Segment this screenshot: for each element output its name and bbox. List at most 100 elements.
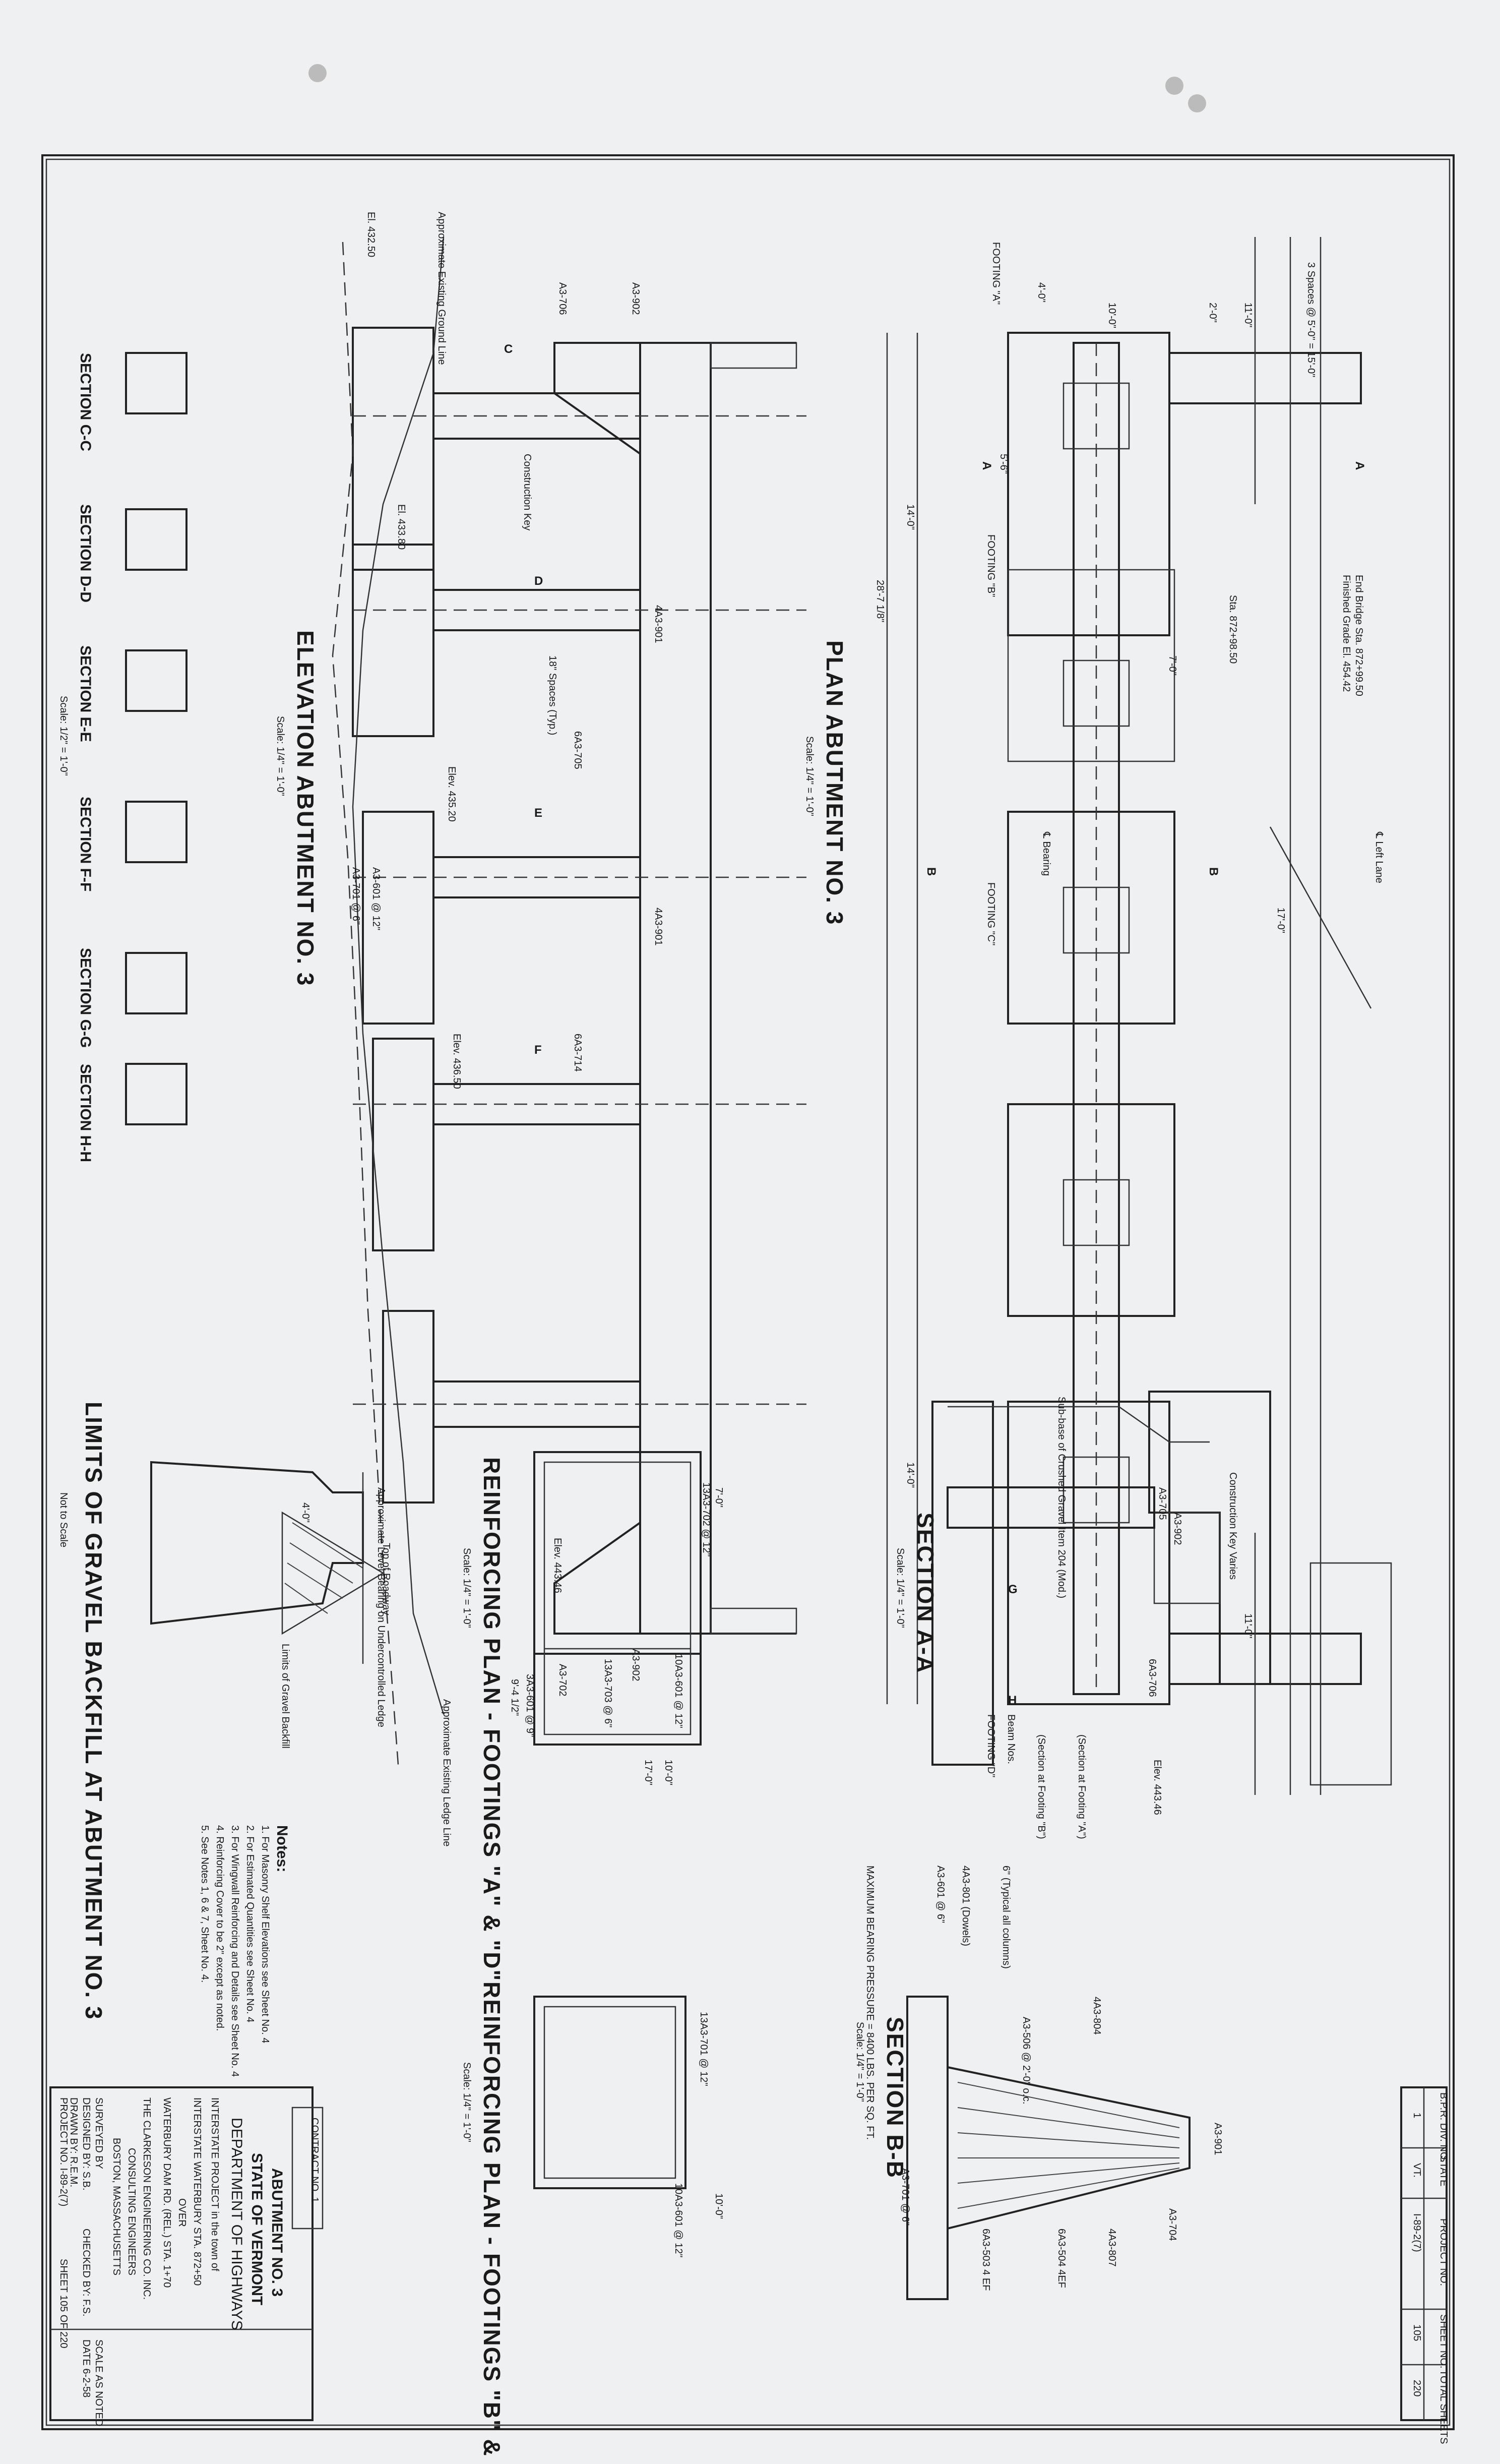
note-1: 1. For Masonry Shelf Elevations see Shee… (260, 1825, 271, 2043)
ad-outline (533, 1451, 702, 1746)
ad-bar1: 13A3-702 @ 12" (701, 1482, 712, 1557)
aa-h-marker: H (1008, 1694, 1017, 1707)
bb-bar-506: A3-506 @ 2'-0" o.c. (1021, 2017, 1032, 2105)
ad-bar4: 3A3-601 @ 9" (524, 1674, 535, 1737)
approx-ground-label: Approximate Existing Ground Line (436, 212, 447, 365)
tb-scale: SCALE AS NOTED (93, 2339, 104, 2426)
sta-label: Sta. 872+98.50 (1227, 595, 1238, 664)
el-432-label: El. 432.50 (365, 212, 377, 257)
elev-bar-702: A3-702 (557, 1664, 568, 1697)
bc-bar1: 13A3-701 @ 12" (698, 2012, 709, 2086)
plan-scale: Scale: 1/4" = 1'-0" (804, 736, 815, 816)
tb-dept: DEPARTMENT OF HIGHWAYS (228, 2118, 245, 2330)
elev-construction-key: Construction Key (522, 454, 533, 530)
footing-a-outline (1007, 332, 1170, 636)
footing-d-label: FOOTING "D" (985, 1714, 996, 1777)
bb-typical: 6" (Typical all columns) (1001, 1866, 1012, 1969)
title-block: CONTRACT NO. 1 ABUTMENT NO. 3 STATE OF V… (49, 2086, 324, 2426)
gravel-hatch (284, 1522, 363, 1614)
bb-wall (947, 2066, 1191, 2230)
elev-bar-902-b: A3-902 (630, 1649, 641, 1681)
aa-construction-key: Construction Key Varies (1227, 1472, 1238, 1580)
ad-dim: 9'-4 1/2" (509, 1679, 520, 1716)
tb-road: WATERBURY DAM RD. (REL.) STA. 1+70 (161, 2097, 172, 2288)
tb-sheet: SHEET 105 OF 220 (58, 2259, 69, 2349)
section-e-label: SECTION E-E (77, 645, 94, 742)
plan-dim-4: 4'-0" (1036, 282, 1047, 303)
finished-grade-label: Finished Grade El. 454.42 (1341, 575, 1352, 692)
section-e-box (125, 649, 188, 712)
plan-dim-2: 2'-0" (1207, 303, 1218, 323)
reinf-bc-title: REINFORCING PLAN - FOOTINGS "B" & "C" (479, 1981, 505, 2461)
footing-b-label: FOOTING "B" (985, 534, 996, 597)
elev-footing-b (352, 544, 434, 737)
sections-scale: Scale: 1/2" = 1'-0" (58, 696, 69, 776)
bb-bar-801: 4A3-801 (Dowels) (960, 1866, 971, 1946)
section-bb-title: SECTION B-B (882, 2017, 908, 2179)
footing-a-inner (1007, 569, 1175, 762)
section-f-box (125, 801, 188, 863)
elev-cap-beam (639, 342, 712, 1635)
corner-sheet: SHEET NO. (1438, 2314, 1449, 2368)
ledge-line (332, 242, 399, 1765)
elev-bar-901: 4A3-901 (653, 605, 664, 643)
aa-footing-a: (Section at Footing "A") (1076, 1734, 1087, 1839)
elev-bar-706: A3-706 (557, 282, 568, 315)
footing-d-outline (1007, 1401, 1170, 1705)
bb-bar-504: 6A3-504 4EF (1056, 2229, 1067, 2288)
footing-c-label: FOOTING "C" (985, 882, 996, 945)
aa-cap (1153, 1512, 1221, 1604)
ground-line (352, 236, 445, 1715)
reinforcing-plan-bc: 13A3-701 @ 12" 10A3-601 @ 12" 10'-0" REI… (461, 1981, 724, 2464)
tb-designed: DESIGNED BY: S.B. (81, 2097, 92, 2191)
reinf-ad-scale: Scale: 1/4" = 1'-0" (461, 1548, 472, 1628)
corner-v5: 220 (1411, 2380, 1422, 2396)
tb-project: INTERSTATE PROJECT in the town of (209, 2097, 220, 2271)
tb-project-no: PROJECT NO. I-89-2(7) (58, 2097, 69, 2206)
notes-block: Notes: 1. For Masonry Shelf Elevations s… (199, 1825, 290, 2077)
tb-drawn: DRAWN BY: R.E.M. (68, 2097, 79, 2187)
punch-hole-1 (308, 64, 327, 82)
elev-443: Elev. 443.46 (552, 1538, 563, 1593)
tb-checked: CHECKED BY: F.S. (81, 2229, 92, 2317)
corner-fed-road: B.P.R. DIV. NO. (1438, 2092, 1449, 2162)
note-3: 3. For Wingwall Reinforcing and Details … (229, 1825, 240, 2077)
contract-label: CONTRACT NO. 1 (309, 2118, 320, 2203)
aa-bar-705: A3-705 (1157, 1487, 1168, 1520)
gravel-backfill: Top of Roadway Limits of Gravel Backfill… (58, 1402, 392, 2020)
aa-backwall (1309, 1562, 1392, 1786)
section-aa: G H Sub-base of Crushed Gravel Item 204 … (895, 1391, 1392, 1839)
corner-v1: 1 (1411, 2113, 1422, 2118)
tb-city: BOSTON, MASSACHUSETTS (111, 2138, 122, 2275)
section-d-label: SECTION D-D (77, 504, 94, 603)
notes-heading: Notes: (274, 1825, 290, 1872)
aa-footing (931, 1401, 994, 1766)
bb-bar-807: 4A3-807 (1106, 2229, 1117, 2267)
ad-notch (534, 1653, 702, 1745)
aa-footing-b: (Section at Footing "B") (1036, 1734, 1047, 1839)
tb-date: DATE 6-2-58 (81, 2339, 92, 2397)
section-h-label: SECTION H-H (77, 1064, 94, 1162)
elev-approx-ledge: Approximate Existing Ledge Line (441, 1699, 452, 1846)
aa-sub-base: Sub-base of Crushed Gravel Item 204 (Mod… (1056, 1397, 1067, 1598)
elev-bar-601: A3-601 @ 12" (370, 867, 382, 930)
column-sections: SECTION C-C SECTION D-D SECTION E-E SECT… (58, 352, 188, 1162)
plan-top-dim: 3 Spaces @ 5'-0" = 15'-0" (1305, 262, 1317, 377)
cut-e: E (534, 806, 542, 820)
section-h-box (125, 1063, 188, 1125)
elev-spaces: 18" Spaces (Typ.) (547, 655, 558, 735)
section-aa-scale: Scale: 1/4" = 1'-0" (895, 1548, 906, 1628)
elev-bar-901-b: 4A3-901 (653, 908, 664, 946)
corner-v2: VT. (1411, 2163, 1422, 2178)
gravel-dim: 4'-0" (300, 1503, 311, 1523)
aa-bar-706: 6A3-706 (1147, 1659, 1158, 1697)
note-5: 5. See Notes 1, 6 & 7, Sheet No. 4. (199, 1825, 210, 1982)
elev-footing-c (362, 811, 434, 1025)
wingwall-top (1168, 352, 1362, 404)
punch-hole-3 (1188, 94, 1206, 112)
corner-state: STATE (1438, 2155, 1449, 2186)
ad-dim-17: 17'-0" (643, 1760, 654, 1785)
footing-c-outline (1007, 1103, 1175, 1317)
contract-box (291, 2107, 324, 2230)
